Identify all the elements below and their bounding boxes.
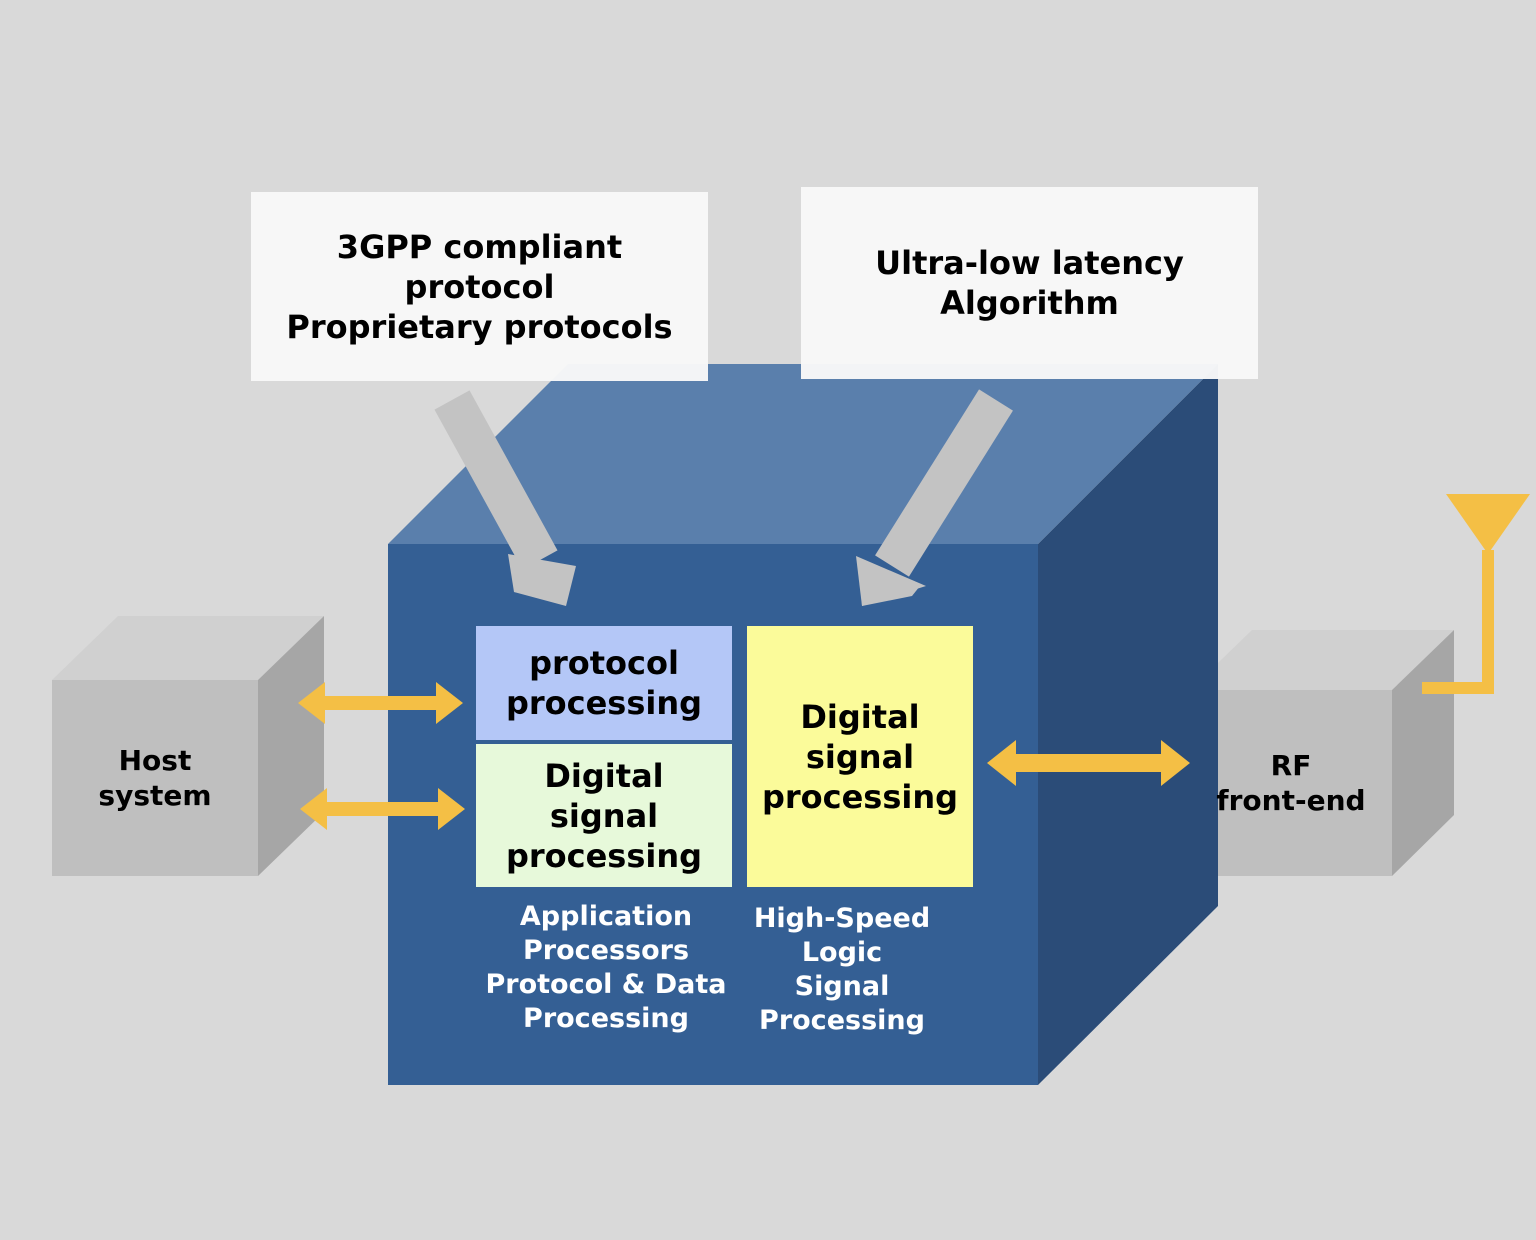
- host-to-dsp-arrow: [300, 788, 465, 830]
- cube-top-face: [388, 364, 1218, 544]
- protocol-processing-label: protocol processing: [505, 644, 703, 722]
- protocol-callout: 3GPP compliant protocol Proprietary prot…: [251, 192, 708, 381]
- right-caption: High-Speed Logic Signal Processing: [753, 903, 931, 1036]
- dsp-to-rf-arrow: [987, 740, 1190, 786]
- gray-arrow-left: [434, 390, 576, 606]
- algorithm-callout: Ultra-low latency Algorithm: [801, 187, 1258, 379]
- rf-box-top: [1190, 630, 1454, 690]
- rf-box-front: [1190, 690, 1392, 876]
- dsp-left-block: [476, 744, 732, 887]
- host-system-label: Host system: [98, 744, 212, 812]
- gray-arrow-right: [856, 389, 1013, 606]
- host-box-front: [52, 680, 258, 876]
- host-to-protocol-arrow: [298, 682, 463, 724]
- dsp-right-label: Digital signal processing: [761, 697, 959, 816]
- rf-frontend-label: RF front-end: [1216, 749, 1366, 817]
- dsp-right-block: [747, 626, 973, 887]
- dsp-left-label: Digital signal processing: [505, 756, 703, 875]
- left-caption: Application Processors Protocol & Data P…: [485, 901, 727, 1034]
- protocol-processing-block: [476, 626, 732, 740]
- host-box-top: [52, 616, 324, 680]
- antenna-icon: [1422, 494, 1530, 694]
- cube-side-face: [1038, 364, 1218, 1085]
